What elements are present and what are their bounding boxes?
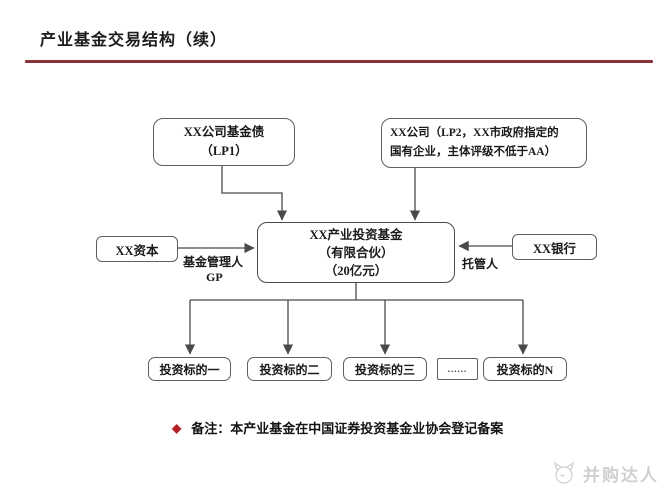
node-lp2-company: XX公司（LP2，XX市政府指定的 国有企业，主体评级不低于AA）: [381, 118, 587, 168]
node-investment-target-1: 投资标的一: [148, 357, 231, 381]
node-capital-gp: XX资本: [96, 236, 178, 262]
node-bank-custodian: XX银行: [512, 234, 597, 260]
page-title: 产业基金交易结构（续）: [40, 32, 228, 49]
node-target-n-label: 投资标的N: [496, 362, 554, 377]
footnote: ◆ 备注：本产业基金在中国证券投资基金业协会登记备案: [172, 418, 503, 437]
node-investment-target-3: 投资标的三: [343, 357, 427, 381]
node-lp2-line2: 国有企业，主体评级不低于AA）: [390, 146, 557, 158]
watermark-text: 并购达人: [583, 465, 659, 485]
title-underline: [25, 60, 653, 63]
footnote-text: 备注：本产业基金在中国证券投资基金业协会登记备案: [191, 421, 504, 436]
node-lp2-line1: XX公司（LP2，XX市政府指定的: [390, 127, 559, 139]
node-fund-line2: （有限合伙）: [318, 245, 394, 260]
node-capital-label: XX资本: [115, 243, 159, 258]
node-ellipsis-label: ......: [447, 364, 468, 374]
edge-label-gp: GP: [206, 270, 223, 284]
node-investment-target-n: 投资标的N: [483, 357, 567, 381]
edge-label-custodian: 托管人: [462, 257, 499, 271]
node-lp1-line2: （LP1）: [200, 144, 248, 158]
node-targets-ellipsis: ......: [437, 358, 478, 380]
node-target-2-label: 投资标的二: [259, 362, 320, 377]
node-lp1-company-fund-bond: XX公司基金债 （LP1）: [153, 118, 295, 166]
edge-label-fund-manager: 基金管理人: [183, 255, 244, 269]
node-fund-line1: XX产业投资基金: [309, 227, 403, 242]
node-lp1-line1: XX公司基金债: [183, 125, 265, 139]
node-target-1-label: 投资标的一: [159, 362, 220, 377]
node-target-3-label: 投资标的三: [354, 362, 415, 377]
node-bank-label: XX银行: [532, 241, 577, 256]
watermark-cat-logo-icon: [553, 461, 575, 484]
node-fund-line3: （20亿元）: [324, 263, 388, 278]
diamond-bullet-icon: ◆: [172, 421, 182, 435]
node-industry-investment-fund: XX产业投资基金 （有限合伙） （20亿元）: [257, 222, 455, 283]
node-investment-target-2: 投资标的二: [247, 357, 332, 381]
watermark: 并购达人: [549, 458, 659, 488]
